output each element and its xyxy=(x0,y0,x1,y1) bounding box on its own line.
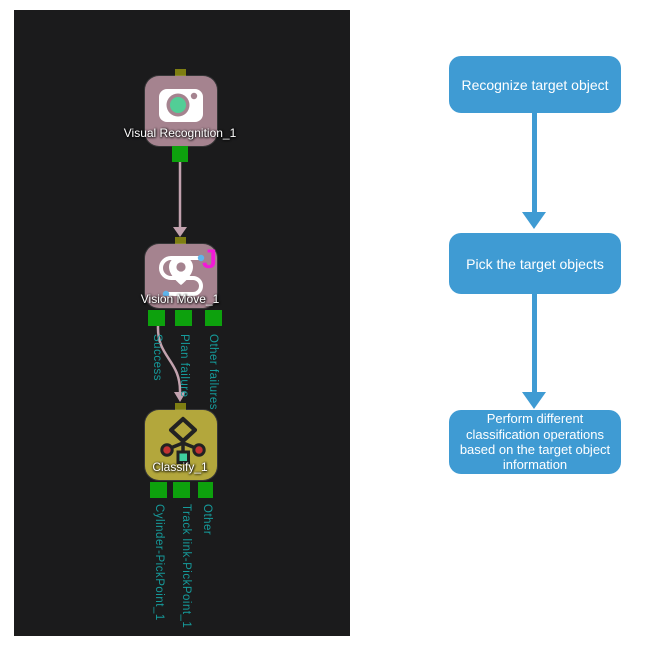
joint-move-badge: J xyxy=(202,244,218,274)
node-label-vision-move: Vision Move_1 xyxy=(140,292,220,306)
port-label-track-link-pickpoint: Track link-PickPoint_1 xyxy=(180,504,192,629)
node-label-visual-recognition: Visual Recognition_1 xyxy=(123,126,237,140)
flowchart-step-classify: Perform different classification operati… xyxy=(449,410,621,474)
port-label-plan-failure: Plan failure xyxy=(178,334,190,398)
vision-move-entry-port[interactable] xyxy=(175,237,186,244)
workflow-editor-canvas[interactable]: Visual Recognition_1 J Vision Move_1 Suc… xyxy=(14,10,350,636)
decision-tree-icon xyxy=(160,416,206,464)
classify-entry-port[interactable] xyxy=(175,403,186,410)
visual-recognition-entry-port[interactable] xyxy=(175,69,186,76)
flow-arrow-line xyxy=(532,113,537,213)
port-label-other: Other xyxy=(201,504,213,536)
camera-icon xyxy=(159,89,203,122)
flowchart-step-pick: Pick the target objects xyxy=(449,233,621,294)
route-pin-icon xyxy=(159,254,205,296)
flowchart-step-recognize: Recognize target object xyxy=(449,56,621,113)
node-label-classify: Classify_1 xyxy=(152,460,208,474)
port-label-success: Success xyxy=(151,334,163,381)
port-label-other-failures: Other failures xyxy=(207,334,219,411)
classify-cylinder-port[interactable] xyxy=(150,482,167,498)
classify-track-link-port[interactable] xyxy=(173,482,190,498)
edge-arrowhead xyxy=(173,227,187,237)
vision-move-success-port[interactable] xyxy=(148,310,165,326)
vision-move-other-failures-port[interactable] xyxy=(205,310,222,326)
flow-arrowhead-icon xyxy=(522,392,546,409)
flow-arrowhead-icon xyxy=(522,212,546,229)
port-label-cylinder-pickpoint: Cylinder-PickPoint_1 xyxy=(153,504,165,621)
vision-move-plan-failure-port[interactable] xyxy=(175,310,192,326)
flow-arrow-line xyxy=(532,294,537,393)
visual-recognition-output-port[interactable] xyxy=(172,146,188,162)
classify-other-port[interactable] xyxy=(198,482,213,498)
